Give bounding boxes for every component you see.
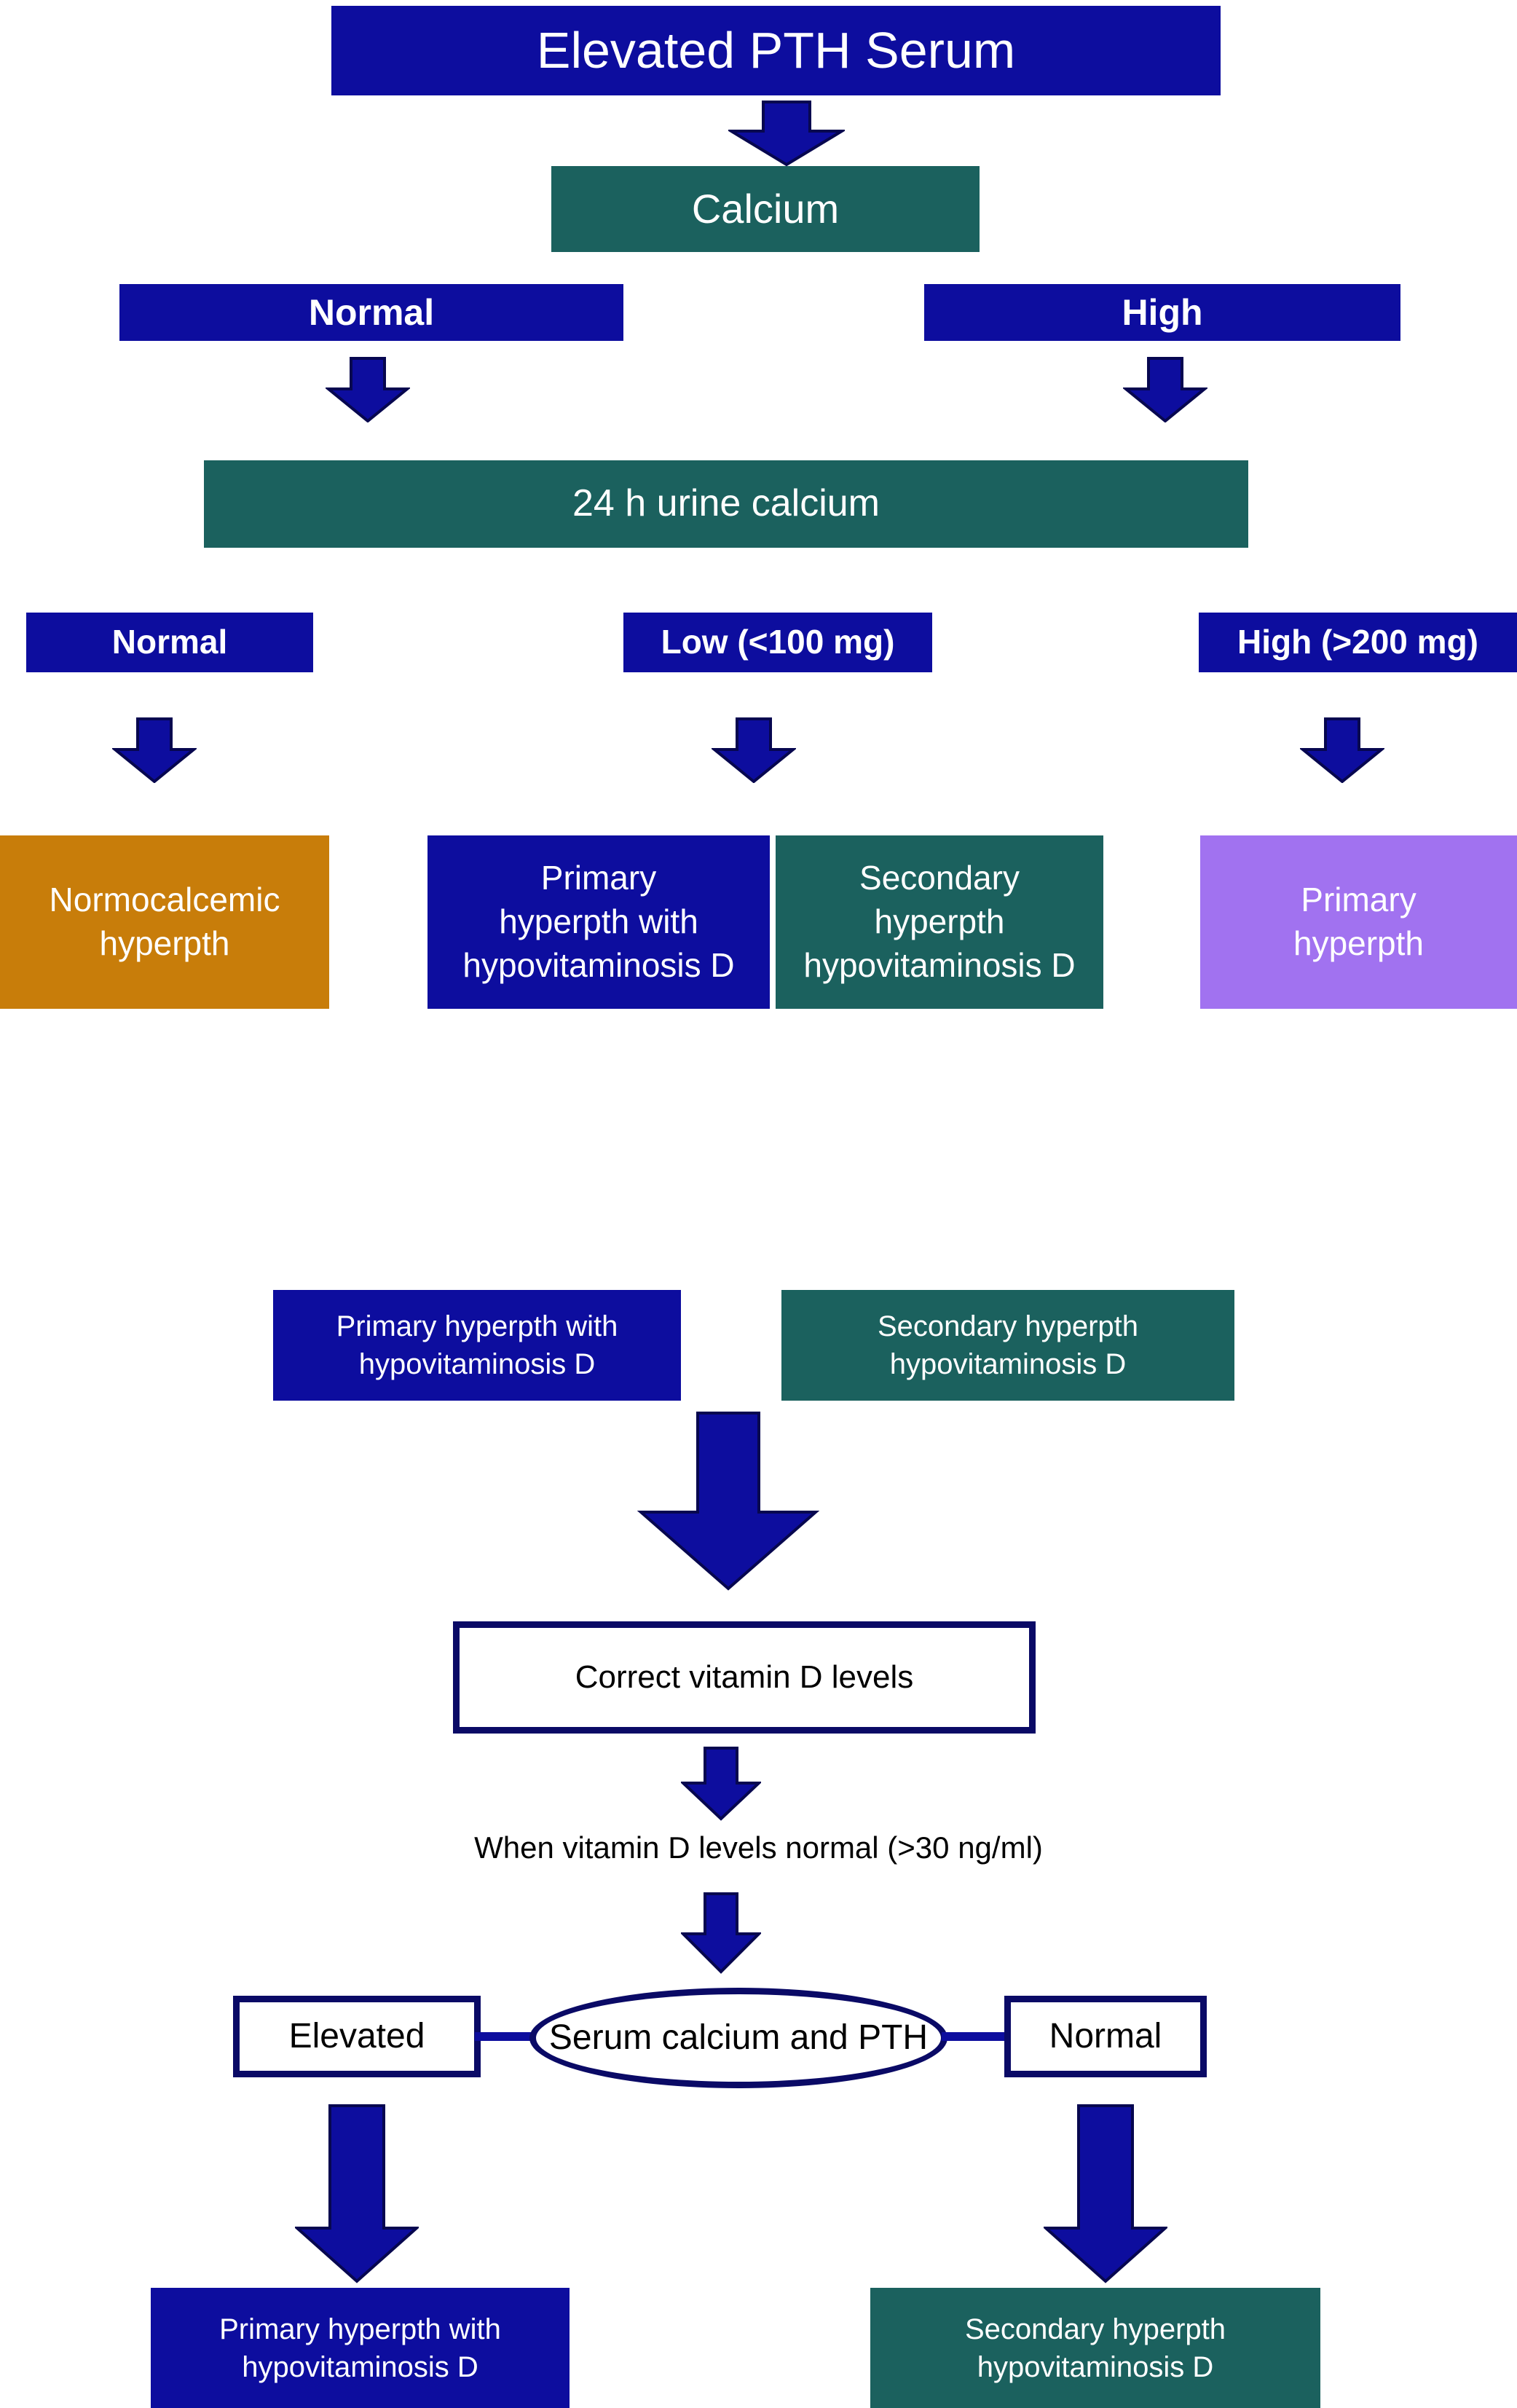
- down-arrow-icon: [326, 357, 410, 422]
- node-normocalcemic-hyperpth: Normocalcemic hyperpth: [0, 835, 329, 1009]
- node-normal-result: Normal: [1004, 1996, 1207, 2077]
- down-arrow-icon: [295, 2104, 419, 2283]
- node-elevated: Elevated: [233, 1996, 481, 2077]
- node-calcium-high: High: [924, 284, 1400, 341]
- node-elevated-pth-serum: Elevated PTH Serum: [331, 6, 1221, 95]
- down-arrow-icon: [1300, 717, 1384, 783]
- node-correct-vitamin-d: Correct vitamin D levels: [453, 1621, 1036, 1734]
- down-arrow-icon: [681, 1892, 761, 1974]
- node-primary-hyperpth-hypovitaminosis: Primary hyperpth with hypovitaminosis D: [427, 835, 770, 1009]
- connector-line: [942, 2032, 1007, 2041]
- node-urine-low: Low (<100 mg): [623, 613, 932, 672]
- node-mid-primary-hyperpth: Primary hyperpth with hypovitaminosis D: [273, 1290, 681, 1401]
- down-arrow-icon: [112, 717, 197, 783]
- down-arrow-icon: [712, 717, 796, 783]
- node-calcium-normal: Normal: [119, 284, 623, 341]
- down-arrow-icon: [637, 1412, 819, 1591]
- connector-line: [475, 2032, 533, 2041]
- node-mid-secondary-hyperpth: Secondary hyperpth hypovitaminosis D: [781, 1290, 1234, 1401]
- node-urine-high: High (>200 mg): [1199, 613, 1517, 672]
- node-primary-hyperpth: Primary hyperpth: [1200, 835, 1517, 1009]
- node-serum-calcium-and-pth: Serum calcium and PTH: [529, 1988, 947, 2088]
- down-arrow-icon: [728, 101, 845, 166]
- label-when-vitamin-d-normal: When vitamin D levels normal (>30 ng/ml): [474, 1830, 1043, 1865]
- node-final-secondary-hyperpth: Secondary hyperpth hypovitaminosis D: [870, 2288, 1320, 2408]
- node-calcium: Calcium: [551, 166, 980, 252]
- node-final-primary-hyperpth: Primary hyperpth with hypovitaminosis D: [151, 2288, 570, 2408]
- down-arrow-icon: [1044, 2104, 1167, 2283]
- node-urine-normal: Normal: [26, 613, 313, 672]
- node-secondary-hyperpth-hypovitaminosis: Secondary hyperpth hypovitaminosis D: [776, 835, 1103, 1009]
- down-arrow-icon: [1123, 357, 1207, 422]
- down-arrow-icon: [681, 1747, 761, 1821]
- node-24h-urine-calcium: 24 h urine calcium: [204, 460, 1248, 548]
